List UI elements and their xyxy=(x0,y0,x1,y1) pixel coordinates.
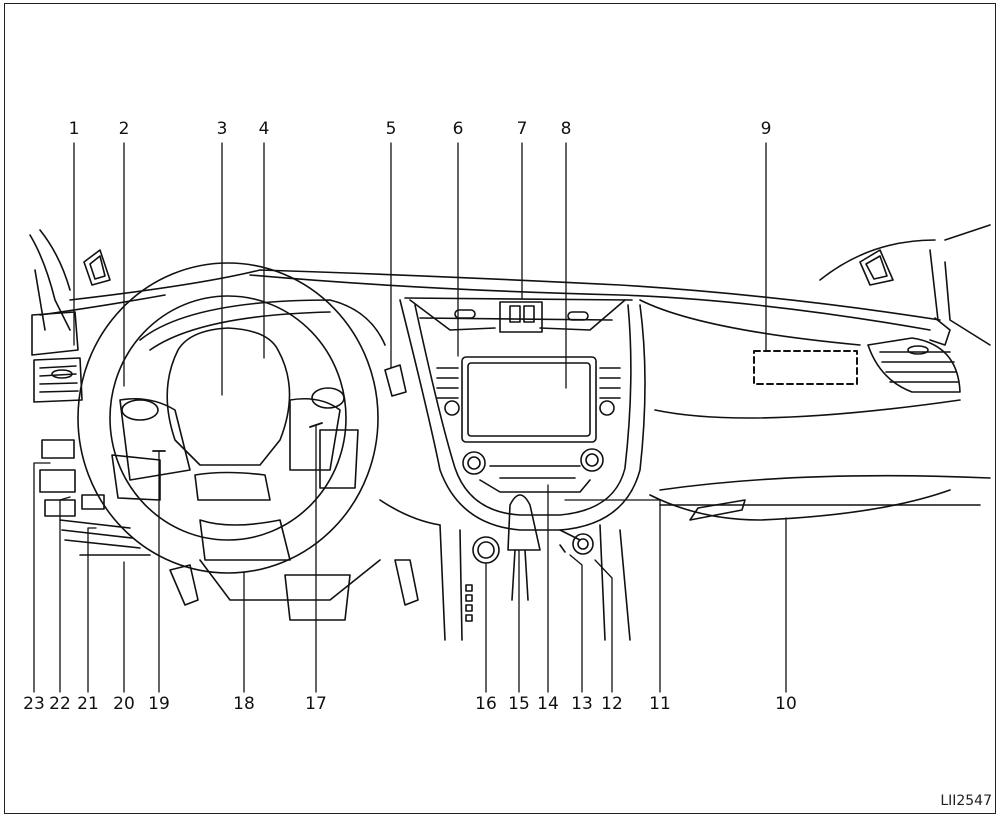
callout-20: 20 xyxy=(113,694,135,714)
callout-10: 10 xyxy=(775,694,797,714)
callout-5: 5 xyxy=(385,119,397,139)
callout-2: 2 xyxy=(118,119,130,139)
callout-18: 18 xyxy=(233,694,255,714)
center-display xyxy=(436,356,621,443)
callout-21: 21 xyxy=(77,694,99,714)
leader-ends xyxy=(152,422,323,452)
callout-6: 6 xyxy=(452,119,464,139)
callout-3: 3 xyxy=(216,119,228,139)
side-mirror-left xyxy=(83,249,111,286)
callout-22: 22 xyxy=(49,694,71,714)
callout-16: 16 xyxy=(475,694,497,714)
instrument-cluster xyxy=(139,299,386,351)
callout-12: 12 xyxy=(601,694,623,714)
lower-console xyxy=(439,524,631,641)
steering-column xyxy=(169,499,441,621)
steering-wheel xyxy=(77,262,379,574)
gear-shifter xyxy=(507,494,541,601)
wiper-stalk xyxy=(384,364,407,397)
center-vents xyxy=(409,299,626,333)
callout-14: 14 xyxy=(537,694,559,714)
callout-9: 9 xyxy=(760,119,772,139)
callout-23: 23 xyxy=(23,694,45,714)
callout-15: 15 xyxy=(508,694,530,714)
a-pillars xyxy=(29,224,991,346)
airbag-label-location xyxy=(753,350,858,385)
callout-8: 8 xyxy=(560,119,572,139)
left-air-vent xyxy=(31,311,83,403)
callout-19: 19 xyxy=(148,694,170,714)
callout-17: 17 xyxy=(305,694,327,714)
figure-frame xyxy=(4,3,996,814)
center-console xyxy=(399,297,646,531)
callout-4: 4 xyxy=(258,119,270,139)
leader-lines-top xyxy=(73,142,767,396)
callout-7: 7 xyxy=(516,119,528,139)
callout-13: 13 xyxy=(571,694,593,714)
figure-code: LII2547 xyxy=(940,793,992,809)
right-air-vent xyxy=(867,337,961,393)
side-mirror-right xyxy=(859,249,894,286)
passenger-dashboard xyxy=(639,299,991,521)
callout-11: 11 xyxy=(649,694,671,714)
leader-lines-bottom xyxy=(33,424,787,693)
climate-panel xyxy=(462,448,604,493)
callout-1: 1 xyxy=(68,119,80,139)
